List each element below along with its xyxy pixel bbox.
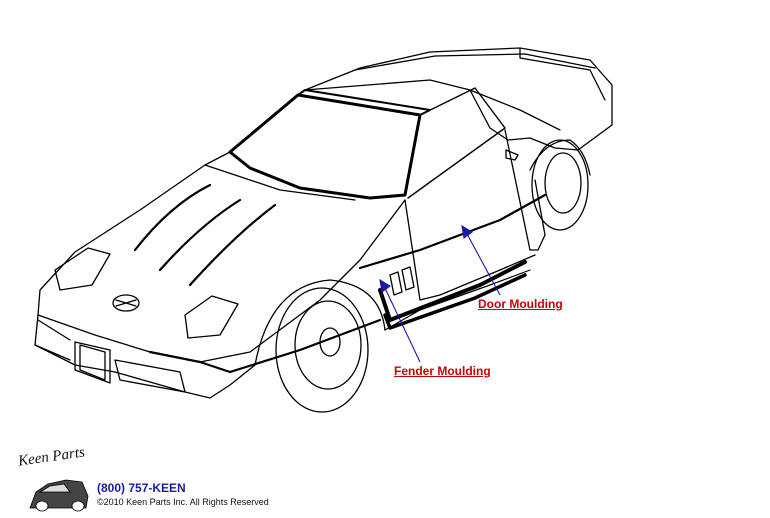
emblem <box>112 294 140 312</box>
rear-wheel <box>531 139 589 231</box>
door-moulding-arrow <box>465 231 501 296</box>
hood <box>37 151 406 363</box>
fender-moulding-label[interactable]: Fender Moulding <box>394 364 491 378</box>
copyright-text: ©2010 Keen Parts Inc. All Rights Reserve… <box>97 497 269 507</box>
door-moulding-label[interactable]: Door Moulding <box>478 297 563 311</box>
windshield <box>228 93 422 200</box>
front-bumper <box>34 314 256 399</box>
phone-number: (800) 757-KEEN <box>97 481 186 495</box>
rear-hatch-outline <box>304 47 613 151</box>
fender-moulding-arrow <box>383 285 421 363</box>
front-wheel <box>275 287 369 413</box>
right-headlight <box>184 295 239 339</box>
logo-car-icon <box>29 479 89 512</box>
left-headlight <box>54 247 111 291</box>
